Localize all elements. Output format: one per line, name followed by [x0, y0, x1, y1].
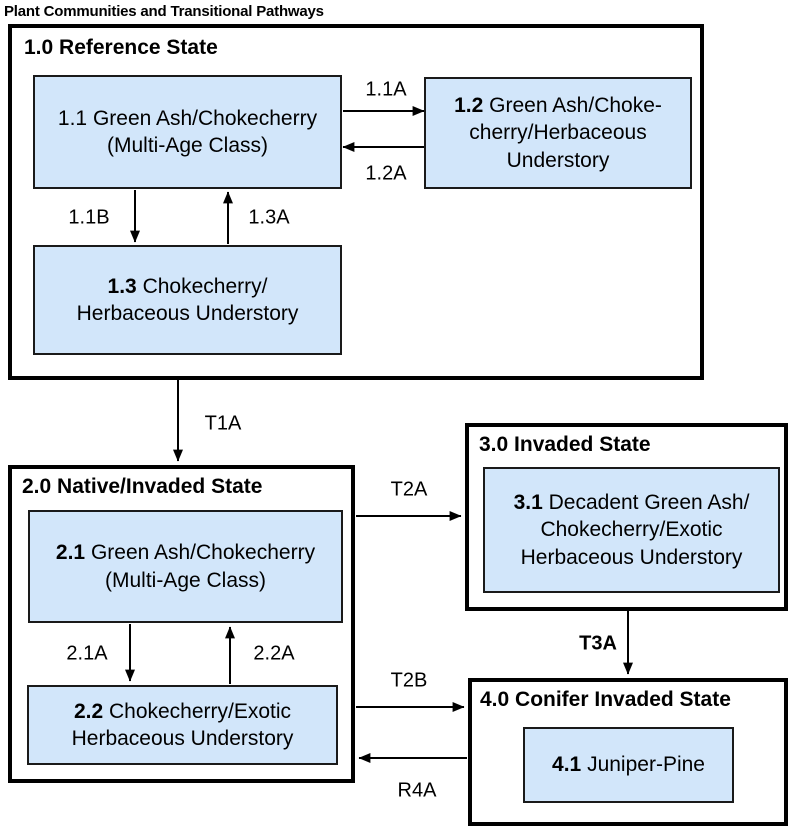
community-label-4-1: 4.1 Juniper-Pine [552, 751, 705, 778]
community-box-1-2: 1.2 Green Ash/Choke- cherry/Herbaceous U… [424, 77, 692, 189]
community-label-3-1: 3.1 Decadent Green Ash/ Chokecherry/Exot… [514, 489, 750, 571]
community-label-2-1: 2.1 Green Ash/Chokecherry (Multi-Age Cla… [56, 539, 315, 594]
pathway-label-1-1A: 1.1A [365, 78, 407, 101]
transition-label-T3A: T3A [579, 632, 617, 655]
community-number-1-3: 1.3 [107, 274, 137, 298]
community-number-2-2: 2.2 [73, 699, 104, 723]
transition-label-T1A: T1A [204, 412, 242, 435]
community-name-3-1: Decadent Green Ash/ Chokecherry/Exotic H… [520, 491, 750, 569]
restoration-label-R4A: R4A [397, 779, 437, 802]
pathway-label-1-1B: 1.1B [68, 206, 110, 229]
diagram-title: Plant Communities and Transitional Pathw… [4, 3, 324, 20]
state-header-3-0: 3.0 Invaded State [479, 433, 651, 456]
community-box-1-1: 1.1 Green Ash/Chokecherry (Multi-Age Cla… [33, 75, 342, 189]
community-box-1-3: 1.3 Chokecherry/ Herbaceous Understory [33, 245, 342, 355]
transition-label-T2A: T2A [390, 478, 428, 501]
community-box-3-1: 3.1 Decadent Green Ash/ Chokecherry/Exot… [483, 467, 780, 593]
community-number-4-1: 4.1 [552, 753, 582, 777]
community-name-2-1: Green Ash/Chokecherry (Multi-Age Class) [90, 541, 316, 592]
pathway-label-1-2A: 1.2A [365, 162, 407, 185]
pathway-label-2-2A: 2.2A [253, 642, 295, 665]
community-name-4-1: Juniper-Pine [581, 753, 705, 777]
community-number-3-1: 3.1 [513, 491, 543, 515]
community-label-1-3: 1.3 Chokecherry/ Herbaceous Understory [77, 273, 299, 328]
community-name-2-2: Chokecherry/Exotic Herbaceous Understory [71, 699, 294, 750]
state-box-2-0-native-invaded: 2.0 Native/Invaded State 2.1 Green Ash/C… [8, 465, 355, 783]
state-box-4-0-conifer-invaded: 4.0 Conifer Invaded State 4.1 Juniper-Pi… [468, 678, 788, 826]
community-label-2-2: 2.2 Chokecherry/Exotic Herbaceous Unders… [72, 698, 294, 753]
pathway-label-1-3A: 1.3A [248, 206, 290, 229]
community-name-1-2: Green Ash/Choke- cherry/Herbaceous Under… [469, 94, 662, 172]
community-name-1-3: Chokecherry/ Herbaceous Understory [76, 274, 299, 325]
pathway-label-2-1A: 2.1A [66, 642, 108, 665]
community-name-1-1: Green Ash/Chokecherry (Multi-Age Class) [92, 106, 318, 157]
state-header-2-0: 2.0 Native/Invaded State [22, 475, 263, 498]
community-label-1-1: 1.1 Green Ash/Chokecherry (Multi-Age Cla… [58, 105, 317, 160]
state-header-1-0: 1.0 Reference State [24, 36, 218, 59]
community-box-4-1: 4.1 Juniper-Pine [523, 727, 734, 803]
state-box-3-0-invaded: 3.0 Invaded State 3.1 Decadent Green Ash… [465, 423, 788, 611]
community-number-1-2: 1.2 [454, 94, 484, 118]
community-box-2-2: 2.2 Chokecherry/Exotic Herbaceous Unders… [27, 685, 338, 765]
state-header-4-0: 4.0 Conifer Invaded State [480, 688, 731, 711]
community-box-2-1: 2.1 Green Ash/Chokecherry (Multi-Age Cla… [28, 510, 343, 623]
state-box-1-0-reference: 1.0 Reference State 1.1 Green Ash/Chokec… [8, 24, 704, 380]
community-number-2-1: 2.1 [55, 541, 86, 565]
community-label-1-2: 1.2 Green Ash/Choke- cherry/Herbaceous U… [454, 92, 662, 174]
transition-label-T2B: T2B [390, 669, 428, 692]
community-number-1-1: 1.1 [57, 106, 88, 130]
